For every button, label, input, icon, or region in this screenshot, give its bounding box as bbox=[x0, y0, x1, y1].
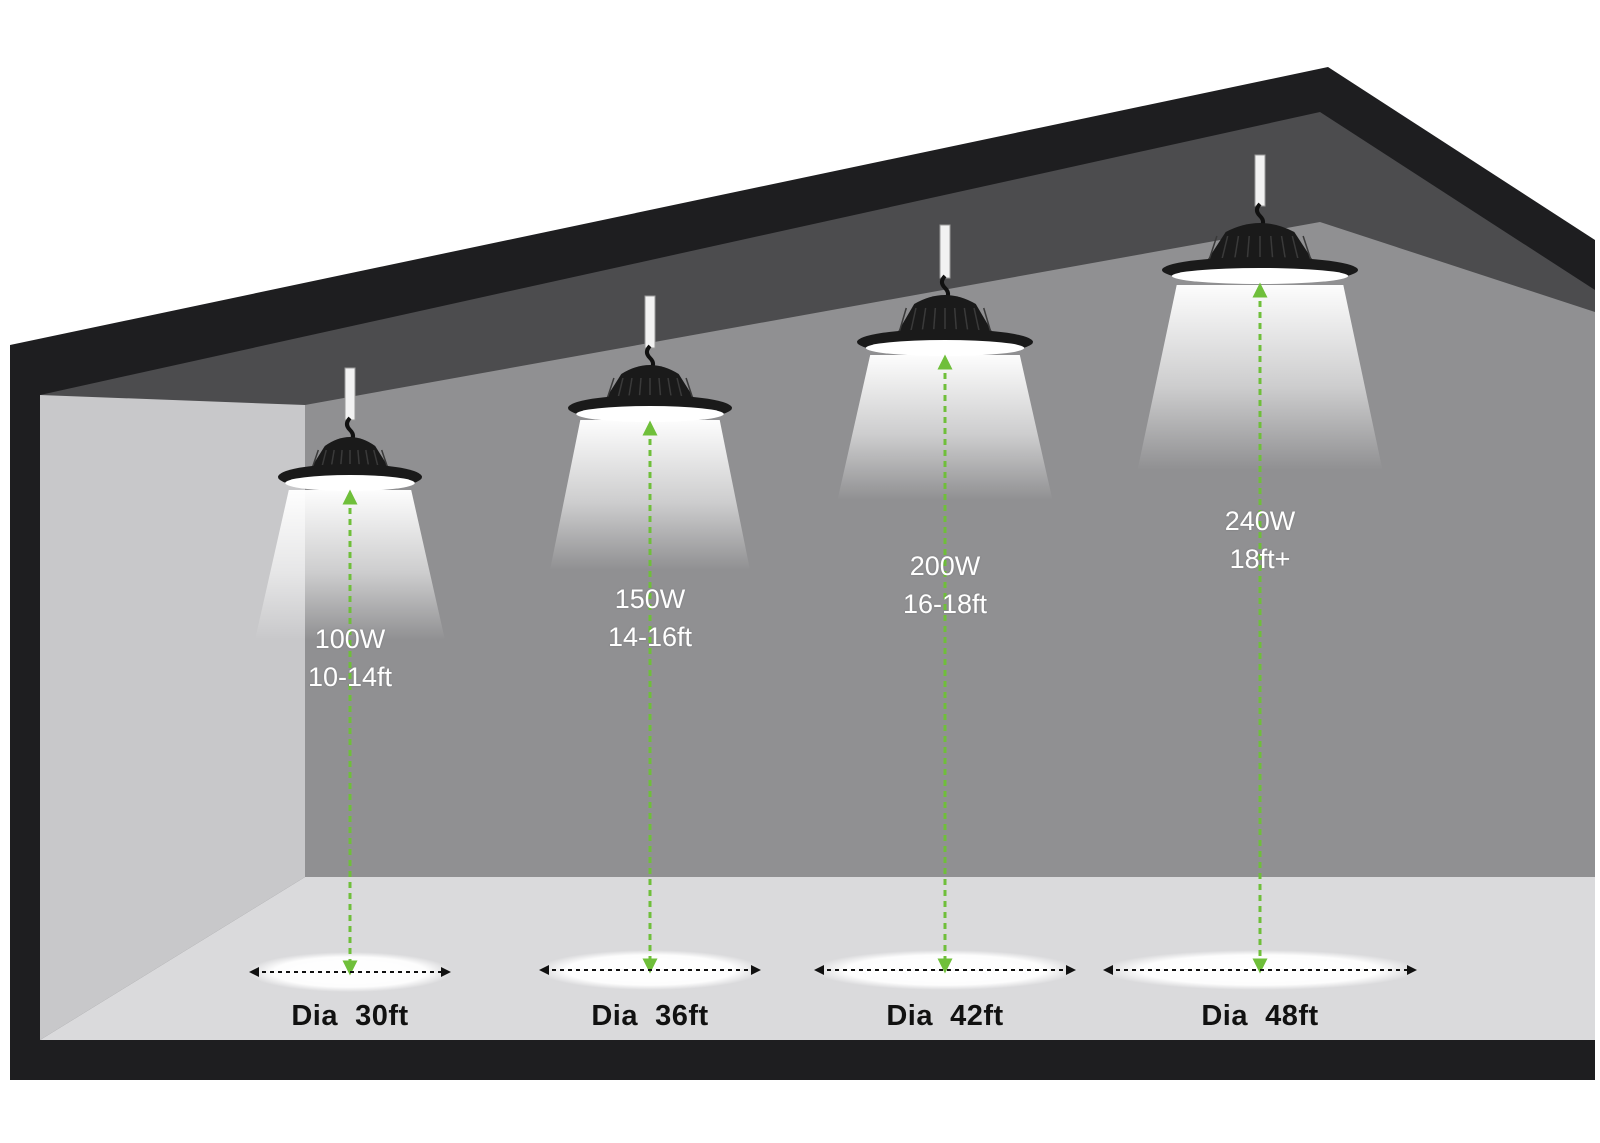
mounting-rod bbox=[939, 224, 951, 279]
fixture-fin bbox=[1280, 235, 1287, 261]
mount-height-label: 18ft+ bbox=[1229, 544, 1291, 574]
fixture-fin bbox=[617, 377, 624, 399]
diameter-label: Dia 30ft bbox=[291, 1000, 409, 1032]
fixture-fin bbox=[321, 449, 327, 468]
diameter-label: Dia 42ft bbox=[886, 1000, 1004, 1032]
fixture-fin bbox=[1302, 235, 1312, 261]
fixture-fin bbox=[330, 449, 335, 468]
fixture-fin bbox=[1221, 235, 1229, 261]
fixture-fin bbox=[1208, 235, 1218, 261]
fixture-fin bbox=[658, 377, 662, 399]
wattage-label: 150W bbox=[614, 584, 686, 614]
fixture-fin bbox=[1246, 235, 1250, 261]
floor bbox=[40, 877, 1595, 1040]
wattage-label: 100W bbox=[314, 624, 386, 654]
light-spec-label: 100W 10-14ft bbox=[250, 620, 450, 696]
fixture-fin bbox=[932, 307, 937, 333]
mount-height-label: 10-14ft bbox=[307, 662, 393, 692]
mounting-rod bbox=[344, 367, 356, 421]
fixture-lens bbox=[1171, 268, 1349, 284]
fixture-fin bbox=[606, 377, 615, 399]
fixture-fin bbox=[963, 307, 969, 333]
fixture-fin bbox=[953, 307, 958, 333]
mount-height-label: 14-16ft bbox=[607, 622, 693, 652]
fixture-lens bbox=[865, 340, 1025, 356]
fixture-fin bbox=[667, 377, 673, 399]
fixture-fin bbox=[638, 377, 642, 399]
fixture-fin bbox=[685, 377, 694, 399]
fixture-fin bbox=[373, 449, 379, 468]
light-spec-label: 150W 14-16ft bbox=[550, 580, 750, 656]
mounting-rod bbox=[1254, 154, 1266, 207]
wattage-label: 240W bbox=[1224, 506, 1296, 536]
fixture-fin bbox=[921, 307, 927, 333]
fixture-fin bbox=[1233, 235, 1240, 261]
fixture-fin bbox=[380, 449, 389, 468]
fixture-fin bbox=[973, 307, 981, 333]
light-spec-label: 240W 18ft+ bbox=[1160, 502, 1360, 578]
fixture-fin bbox=[311, 449, 320, 468]
fixture-fin bbox=[627, 377, 633, 399]
fixture-fin bbox=[1270, 235, 1274, 261]
fixture-fin bbox=[365, 449, 370, 468]
fixture-lens bbox=[285, 475, 415, 491]
fixture-fin bbox=[1291, 235, 1299, 261]
diameter-label: Dia 36ft bbox=[591, 1000, 709, 1032]
fixture-fin bbox=[909, 307, 917, 333]
mount-height-label: 16-18ft bbox=[902, 589, 988, 619]
left-wall bbox=[40, 395, 305, 1040]
fixture-fin bbox=[676, 377, 683, 399]
fixture-fin bbox=[983, 307, 992, 333]
fixture-fin bbox=[898, 307, 907, 333]
wattage-label: 200W bbox=[909, 551, 981, 581]
light-spec-label: 200W 16-18ft bbox=[845, 547, 1045, 623]
mounting-rod bbox=[644, 295, 656, 349]
fixture-lens bbox=[576, 406, 724, 422]
diameter-label: Dia 48ft bbox=[1201, 1000, 1319, 1032]
